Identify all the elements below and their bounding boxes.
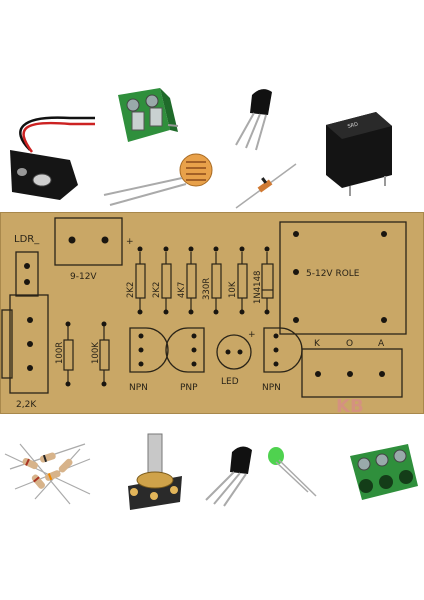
npn-left-footprint [129, 327, 169, 373]
resistor-row: 2K2 2K2 4K7 330R 10K 1N4148 [126, 246, 274, 315]
power-label: 9-12V [70, 272, 97, 282]
plus-sign-led: + [248, 330, 256, 340]
terminal-block-3pin-icon [350, 444, 418, 500]
plus-sign-power: + [126, 237, 134, 247]
a-label: A [378, 339, 385, 349]
potentiometer-icon [128, 433, 182, 510]
diode-icon [235, 163, 297, 209]
bottom-components [4, 433, 418, 510]
watermark: KB [336, 396, 364, 414]
battery-snap-icon [10, 116, 95, 200]
r-100r-label: 100R [55, 342, 65, 364]
relay-label: 5-12V ROLE [306, 269, 360, 279]
green-led-icon [268, 447, 317, 497]
output-terminal-outline [301, 348, 403, 398]
board-substrate [0, 212, 424, 414]
pot-outline [9, 294, 49, 394]
led-footprint [216, 334, 252, 370]
pcb-board: LDR_ + 9-12V 2,2K 2K2 2K2 4K7 330R [0, 212, 424, 414]
pot-label: 2,2K [16, 400, 37, 410]
led-label: LED [221, 377, 239, 387]
r-10k-label: 10K [228, 281, 238, 298]
r-100k-label: 100K [91, 342, 101, 364]
terminal-block-2pin-icon [118, 88, 179, 142]
relay-footprint [279, 221, 407, 335]
ldr-connector-outline [15, 251, 39, 297]
transistor-to92-icon [235, 89, 272, 151]
svg-text:SRD: SRD [347, 122, 359, 130]
relay-icon: SRD [326, 112, 392, 196]
npn-right-label: NPN [262, 383, 281, 393]
r-4k7-label: 4K7 [177, 282, 187, 298]
resistors-icon [4, 443, 91, 505]
transistor-to92-icon-2 [205, 446, 252, 507]
ldr-label: LDR_ [14, 234, 40, 245]
pnp-label: PNP [180, 383, 198, 393]
power-terminal-outline [54, 217, 123, 266]
diode-label: 1N4148 [253, 271, 263, 304]
pnp-footprint [165, 327, 205, 373]
r-2k2-b-label: 2K2 [152, 282, 162, 298]
k-label: K [314, 339, 321, 349]
npn-left-label: NPN [129, 383, 148, 393]
r-2k2-a-label: 2K2 [126, 282, 136, 298]
ldr-photoresistor-icon [103, 153, 213, 206]
r-330r-label: 330R [202, 278, 212, 300]
o-label: O [346, 339, 353, 349]
top-components: SRD [10, 88, 392, 209]
